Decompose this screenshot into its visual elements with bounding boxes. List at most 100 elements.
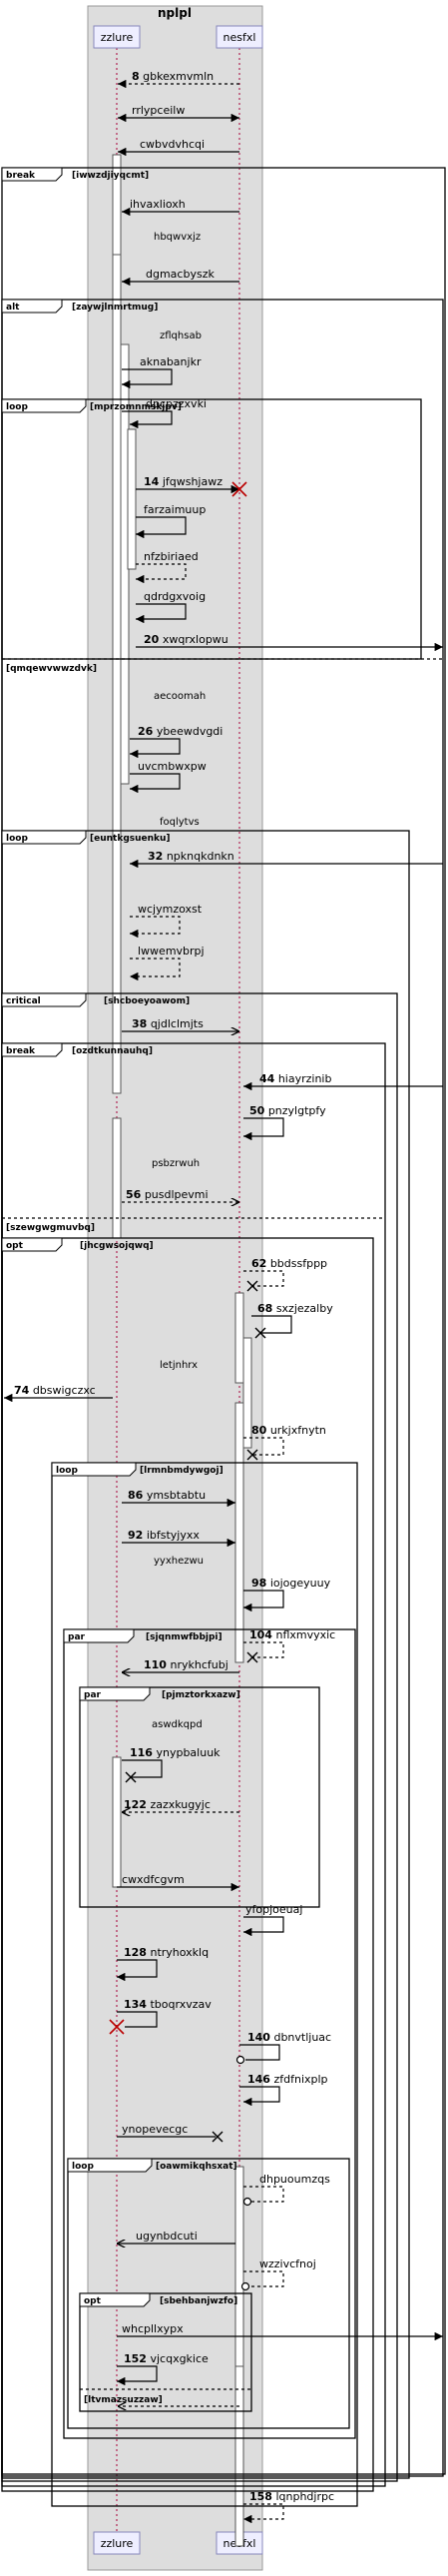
activation-bars — [112, 154, 252, 2547]
participant-zzlure-bottom[interactable]: zzlure — [93, 2531, 141, 2555]
participant-nesfxl-top[interactable]: nesfxl — [216, 25, 263, 49]
found-circles — [235, 2055, 252, 2291]
lost-markers — [125, 1280, 266, 2143]
msg-lwwemvbrpj — [130, 958, 181, 981]
svg-text:aecoomah: aecoomah — [154, 691, 206, 702]
svg-text:nesfxl: nesfxl — [224, 31, 256, 44]
svg-text:qdrdgxvoig: qdrdgxvoig — [144, 590, 206, 603]
else-guard-2: [szewgwgmuvbq] — [6, 1223, 95, 1233]
svg-text:uvcmbwxpw: uvcmbwxpw — [138, 760, 207, 773]
cross-icon — [246, 1280, 258, 1292]
fragment-opt-2: opt[sbehbanjwzfo] — [79, 2292, 237, 2307]
circle-icon — [240, 2281, 250, 2291]
svg-text:psbzrwuh: psbzrwuh — [152, 1158, 200, 1169]
fragment-loop-1: loop[mprzomnmskjpv] — [1, 398, 182, 413]
fragment-loop-4: loop [oawmikqhsxat] — [67, 2158, 237, 2173]
cross-icon — [246, 1449, 258, 1461]
msg-farzaimuup — [136, 516, 187, 539]
else-guard-3: [ltvmazsuzzaw] — [84, 2395, 163, 2405]
msg-qdrdgxvoig — [136, 603, 187, 624]
svg-text:50 pnzylgtpfy: 50 pnzylgtpfy — [249, 1104, 326, 1117]
svg-text:critical: critical — [6, 996, 41, 1006]
msg-152 — [117, 2365, 158, 2386]
svg-text:dgmacbyszk: dgmacbyszk — [146, 268, 215, 281]
svg-text:74 dbswigczxc: 74 dbswigczxc — [14, 1384, 96, 1397]
svg-text:[jhcgwsojqwq]: [jhcgwsojqwq] — [80, 1241, 154, 1251]
svg-text:zzlure: zzlure — [101, 31, 134, 44]
msg-uvcmbwxpw — [130, 773, 181, 794]
destroy-x-icon — [109, 2019, 125, 2035]
svg-text:32 npknqkdnkn: 32 npknqkdnkn — [148, 850, 234, 863]
svg-text:loop: loop — [6, 834, 28, 844]
msg-dpcpzzxvki — [122, 410, 173, 429]
msg-104 — [243, 1641, 284, 1658]
svg-text:152 vjcqxgkice: 152 vjcqxgkice — [124, 2352, 209, 2365]
message-labels: 8 gbkexmvmln rrlypceilw cwbvdvhcqi ihvax… — [14, 70, 335, 2503]
svg-text:lwwemvbrpj: lwwemvbrpj — [138, 945, 205, 958]
svg-text:62 bbdssfppp: 62 bbdssfppp — [251, 1257, 327, 1270]
cross-icon — [254, 1327, 266, 1339]
svg-text:letjnhrx: letjnhrx — [160, 1360, 198, 1371]
fragment-par-1: par[sjqnmwfbbjpi] — [63, 1628, 223, 1643]
msg-146 — [239, 2086, 280, 2107]
svg-text:[lrmnbmdywgoj]: [lrmnbmdywgoj] — [140, 1466, 224, 1476]
svg-text:par: par — [84, 1690, 102, 1700]
svg-text:ugynbdcuti: ugynbdcuti — [136, 2230, 198, 2243]
fragment-opt-1: opt[jhcgwsojqwq] — [1, 1237, 154, 1252]
svg-text:80 urkjxfnytn: 80 urkjxfnytn — [251, 1424, 326, 1437]
cross-icon — [212, 2131, 224, 2143]
fragment-break-2: break[ozdtkunnauhq] — [1, 1042, 153, 1057]
svg-text:26 ybeewdvgdi: 26 ybeewdvgdi — [138, 725, 223, 738]
svg-text:yfopjoeuaj: yfopjoeuaj — [245, 1903, 302, 1916]
svg-text:wcjymzoxst: wcjymzoxst — [138, 903, 203, 916]
svg-text:146 zfdfnixplp: 146 zfdfnixplp — [247, 2073, 328, 2086]
msg-128 — [117, 1959, 158, 1982]
svg-text:rrlypceilw: rrlypceilw — [132, 104, 185, 117]
svg-text:158 lqnphdjrpc: 158 lqnphdjrpc — [249, 2490, 334, 2503]
svg-text:98 iojogeyuuy: 98 iojogeyuuy — [251, 1577, 331, 1590]
svg-text:[oawmikqhsxat]: [oawmikqhsxat] — [156, 2162, 237, 2172]
svg-text:yyxhezwu: yyxhezwu — [154, 1556, 204, 1567]
svg-text:loop: loop — [72, 2162, 94, 2172]
msg-116 — [122, 1759, 163, 1778]
msg-158 — [243, 2503, 284, 2524]
svg-text:110 nrykhcfubj: 110 nrykhcfubj — [144, 1658, 228, 1671]
svg-text:[shcboeyoawom]: [shcboeyoawom] — [104, 996, 190, 1006]
msg-68 — [251, 1315, 292, 1334]
svg-text:cwxdfcgvm: cwxdfcgvm — [122, 1873, 185, 1886]
svg-text:farzaimuup: farzaimuup — [144, 503, 206, 516]
svg-text:aknabanjkr: aknabanjkr — [140, 355, 202, 368]
svg-text:[iwwzdjiyqcmt]: [iwwzdjiyqcmt] — [72, 171, 149, 181]
svg-text:dhpuoumzqs: dhpuoumzqs — [259, 2173, 330, 2186]
diagram-title: nplpl — [158, 6, 192, 20]
svg-text:14 jfqwshjawz: 14 jfqwshjawz — [144, 475, 223, 488]
svg-text:dpcpzzxvki: dpcpzzxvki — [146, 397, 207, 410]
msg-50 — [243, 1117, 284, 1141]
msg-62 — [243, 1270, 284, 1287]
svg-text:[mprzomnmskjpv]: [mprzomnmskjpv] — [90, 402, 182, 412]
svg-text:nfzbiriaed: nfzbiriaed — [144, 550, 199, 563]
circle-icon — [242, 2197, 252, 2207]
svg-text:140 dbnvtljuac: 140 dbnvtljuac — [247, 2031, 331, 2044]
msg-140 — [239, 2044, 280, 2061]
svg-text:68 sxzjezalby: 68 sxzjezalby — [257, 1302, 333, 1315]
participant-zzlure-top[interactable]: zzlure — [93, 25, 141, 49]
fragment-labels: break[iwwzdjiyqcmt] alt[zaywjlnmrtmug] l… — [1, 167, 240, 2405]
svg-text:104 nflxmvyxic: 104 nflxmvyxic — [249, 1628, 335, 1641]
else-guard-1: [qmqewvwwzdvk] — [6, 664, 97, 674]
msg-yfopjoeuaj — [243, 1916, 284, 1937]
msg-80 — [243, 1437, 284, 1456]
svg-text:116 ynypbaluuk: 116 ynypbaluuk — [130, 1746, 221, 1759]
svg-text:[euntkgsuenku]: [euntkgsuenku] — [90, 834, 171, 844]
markers — [109, 481, 247, 2035]
svg-text:56 pusdlpevmi: 56 pusdlpevmi — [126, 1188, 209, 1201]
svg-text:wzzivcfnoj: wzzivcfnoj — [259, 2257, 316, 2270]
svg-text:38 qjdlclmjts: 38 qjdlclmjts — [132, 1017, 204, 1030]
svg-text:alt: alt — [6, 303, 20, 313]
msg-wcjymzoxst — [130, 916, 181, 939]
svg-text:opt: opt — [84, 2296, 102, 2306]
svg-text:break: break — [6, 1046, 36, 1056]
dividers: hbqwvxjz zflqhsab aecoomah foqlytvs psbz… — [152, 232, 206, 1730]
svg-text:20 xwqrxlopwu: 20 xwqrxlopwu — [144, 633, 228, 646]
svg-text:foqlytvs: foqlytvs — [160, 817, 200, 828]
